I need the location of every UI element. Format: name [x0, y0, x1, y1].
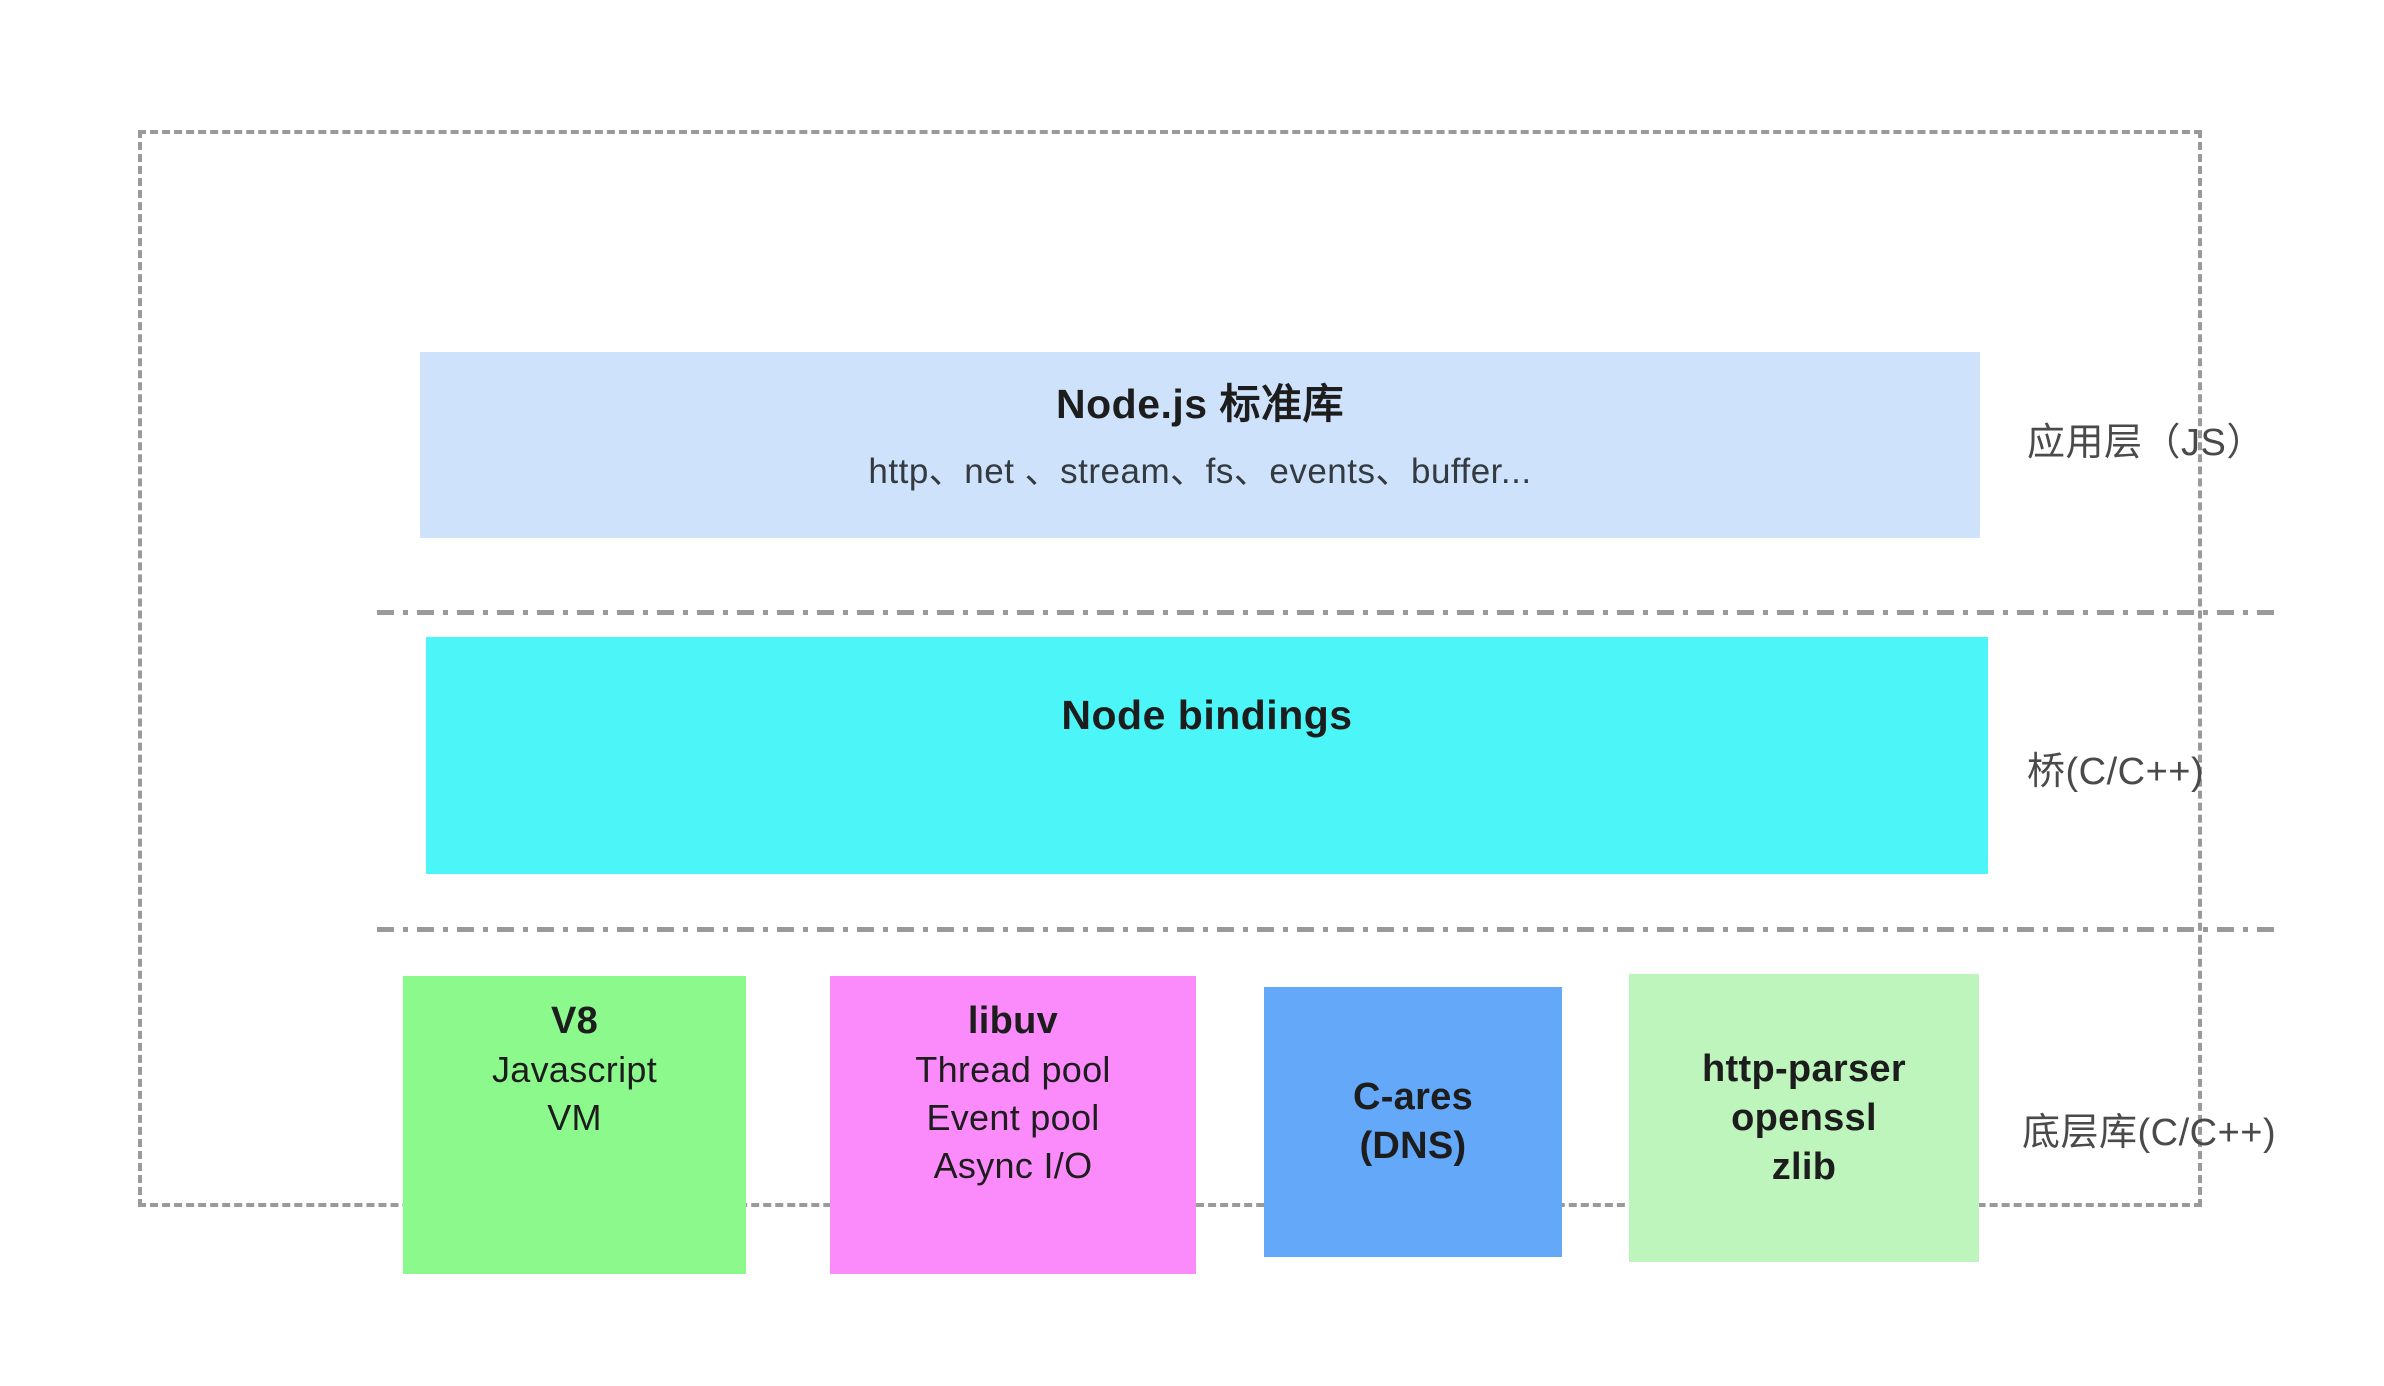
library-title-libuv: libuv: [967, 1000, 1059, 1042]
library-detail-openssl: openssl: [1731, 1096, 1877, 1139]
application-layer-title: Node.js 标准库: [1056, 381, 1344, 427]
library-detail-libuv-thread-pool: Thread pool: [915, 1049, 1111, 1090]
bindings-layer-title: Node bindings: [1061, 692, 1353, 738]
library-detail-v8-vm: VM: [547, 1097, 602, 1138]
layer-separator-bindings-native: [377, 927, 2282, 932]
library-detail-zlib: zlib: [1771, 1145, 1837, 1188]
library-box-http-parser: http-parser openssl zlib: [1629, 974, 1979, 1262]
library-box-v8: V8 Javascript VM: [403, 976, 746, 1274]
layer-caption-native-libraries: 底层库(C/C++): [2022, 1112, 2277, 1154]
native-library-row: V8 Javascript VM libuv Thread pool Event…: [142, 134, 2198, 1274]
library-title-v8: V8: [550, 1000, 599, 1042]
layer-caption-bridge: 桥(C/C++): [2027, 751, 2205, 793]
bindings-layer-box: Node bindings: [426, 637, 1988, 874]
diagram-frame: Node.js 标准库 http、net 、stream、fs、events、b…: [138, 130, 2282, 1274]
library-detail-c-ares-dns: (DNS): [1359, 1125, 1467, 1167]
layer-caption-application: 应用层（JS）: [2027, 422, 2265, 464]
library-title-http-parser: http-parser: [1702, 1047, 1906, 1090]
library-detail-libuv-event-pool: Event pool: [926, 1097, 1100, 1138]
library-title-c-ares: C-ares: [1352, 1076, 1474, 1118]
library-detail-v8-language: Javascript: [491, 1049, 658, 1090]
layer-separator-application-bindings: [377, 610, 2282, 615]
application-layer-modules: http、net 、stream、fs、events、buffer...: [868, 452, 1532, 492]
library-box-libuv: libuv Thread pool Event pool Async I/O: [830, 976, 1196, 1274]
library-box-c-ares: C-ares (DNS): [1264, 987, 1562, 1257]
library-detail-libuv-async-io: Async I/O: [933, 1145, 1093, 1186]
application-layer-box: Node.js 标准库 http、net 、stream、fs、events、b…: [420, 352, 1980, 538]
